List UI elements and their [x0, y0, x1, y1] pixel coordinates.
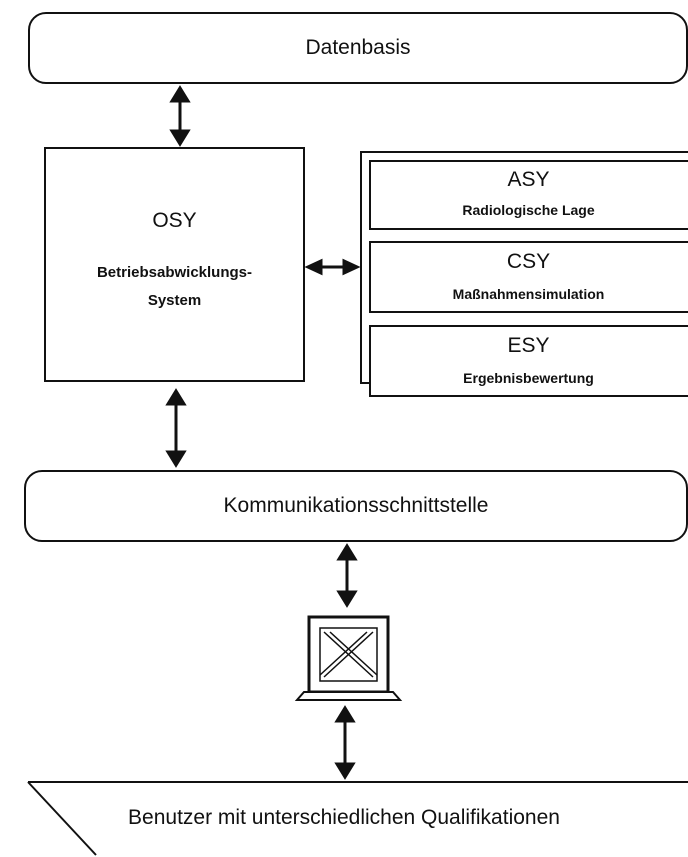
esy-subtitle: Ergebnisbewertung: [463, 370, 594, 386]
double-arrow-icon: [334, 705, 356, 780]
double-arrow-icon: [304, 258, 361, 276]
asy-subtitle: Radiologische Lage: [462, 202, 595, 218]
benutzer-label: Benutzer mit unterschiedlichen Qualifika…: [128, 806, 560, 829]
benutzer-trapezoid-left: [27, 781, 97, 856]
csy-subtitle: Maßnahmensimulation: [452, 286, 605, 302]
asy-title: ASY: [507, 168, 550, 191]
datenbasis-label: Datenbasis: [305, 36, 411, 59]
kommunikation-label: Kommunikationsschnittstelle: [223, 494, 489, 517]
kommunikation-box: [24, 470, 688, 542]
double-arrow-icon: [336, 543, 358, 608]
double-arrow-icon: [169, 85, 191, 147]
osy-subtitle-line1: Betriebsabwicklungs-: [96, 264, 253, 281]
double-arrow-icon: [165, 388, 187, 468]
osy-box: [44, 147, 305, 382]
x-terminal-icon: [294, 615, 403, 701]
csy-title: CSY: [506, 250, 551, 273]
esy-title: ESY: [507, 334, 550, 357]
datenbasis-box: [28, 12, 688, 84]
esy-box: [369, 325, 688, 397]
asy-box: [369, 160, 688, 230]
osy-subtitle-line2: System: [147, 292, 202, 309]
csy-box: [369, 241, 688, 313]
osy-title: OSY: [152, 209, 197, 232]
